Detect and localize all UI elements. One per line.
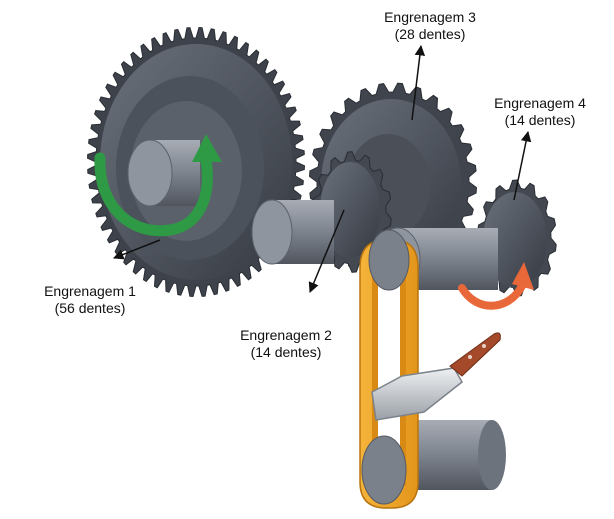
arrow-gear4 <box>513 130 532 201</box>
label-gear-4-teeth: (14 dentes) <box>504 112 576 128</box>
label-gear-2: Engrenagem 2 (14 dentes) <box>224 327 348 361</box>
shaft-1 <box>127 139 200 207</box>
upper-pulley-face <box>368 229 410 291</box>
leader-arrows <box>113 44 532 293</box>
shaft-2 <box>251 199 334 265</box>
label-gear-2-teeth: (14 dentes) <box>250 344 322 360</box>
gear-4-face <box>483 192 547 288</box>
label-gear-3: Engrenagem 3 (28 dentes) <box>368 9 492 43</box>
label-gear-2-name: Engrenagem 2 <box>240 327 332 343</box>
arrow-gear2 <box>308 209 345 293</box>
arrow-gear1 <box>113 239 161 260</box>
label-gear-3-teeth: (28 dentes) <box>394 26 466 42</box>
lower-pulley-face <box>361 435 407 505</box>
label-gear-1-teeth: (56 dentes) <box>54 300 126 316</box>
label-gear-4: Engrenagem 4 (14 dentes) <box>478 95 602 129</box>
orange-curved-arrow-icon <box>458 262 534 310</box>
label-gear-1: Engrenagem 1 (56 dentes) <box>28 283 152 317</box>
arrow-gear3 <box>411 44 426 121</box>
green-curved-arrow-icon <box>94 134 222 237</box>
label-gear-1-name: Engrenagem 1 <box>44 283 136 299</box>
knife-icon <box>371 332 501 421</box>
gear-2-face <box>320 162 380 258</box>
label-gear-3-name: Engrenagem 3 <box>384 9 476 25</box>
label-gear-4-name: Engrenagem 4 <box>494 95 586 111</box>
